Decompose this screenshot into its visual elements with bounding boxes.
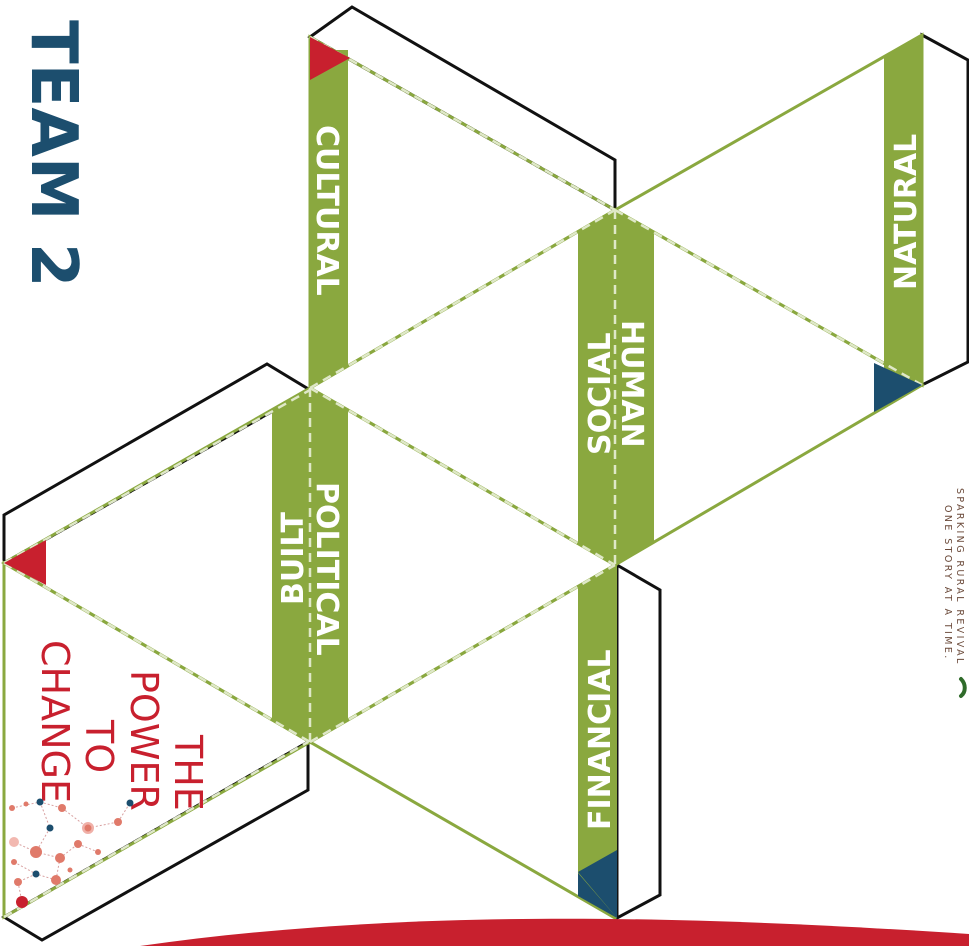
navy-corner-fill-bottom: [578, 850, 617, 918]
glue-tab-right: [920, 32, 969, 388]
slogan-line-4: CHANGE: [33, 640, 77, 803]
tagline-line-1: SPARKING RURAL REVIVAL: [954, 488, 965, 666]
label-financial: FINANCIAL: [583, 649, 618, 830]
label-built: BUILT: [276, 511, 311, 605]
glue-tab-top: [307, 5, 617, 213]
label-natural: NATURAL: [889, 134, 924, 290]
band-human: [615, 210, 654, 565]
band-social: [578, 210, 615, 565]
slogan-line-3: TO: [77, 719, 121, 773]
band-financial: [578, 565, 617, 918]
red-swoosh: [140, 918, 969, 946]
band-cultural: [310, 50, 348, 388]
slogan: THE POWER TO CHANGE: [33, 640, 210, 811]
label-human: HUMAN: [614, 320, 649, 448]
glue-tab-left: [2, 362, 313, 566]
red-corner-marker-left: [4, 540, 46, 585]
label-political: POLITICAL: [309, 482, 344, 656]
slogan-line-1: THE: [166, 734, 210, 811]
band-built: [272, 388, 310, 742]
label-cultural: CULTURAL: [309, 125, 344, 296]
label-social: SOCIAL: [583, 332, 618, 455]
navy-corner-marker-bottom: [578, 873, 617, 918]
slogan-line-2: POWER: [122, 670, 166, 811]
fold-lines-light: [3, 35, 923, 919]
navy-corner-marker-right: [874, 363, 922, 412]
band-political: [310, 388, 348, 742]
tagline: SPARKING RURAL REVIVAL ONE STORY AT A TI…: [942, 488, 965, 666]
tagline-check-mark: [959, 677, 967, 698]
tagline-line-2: ONE STORY AT A TIME.: [942, 505, 953, 661]
team-title: TEAM 2: [16, 20, 90, 287]
band-natural: [884, 35, 922, 385]
network-graphic: [9, 798, 134, 908]
label-bands: [272, 35, 922, 918]
glue-tab-bottom-right: [615, 562, 662, 921]
red-corner-marker-top: [310, 37, 350, 80]
